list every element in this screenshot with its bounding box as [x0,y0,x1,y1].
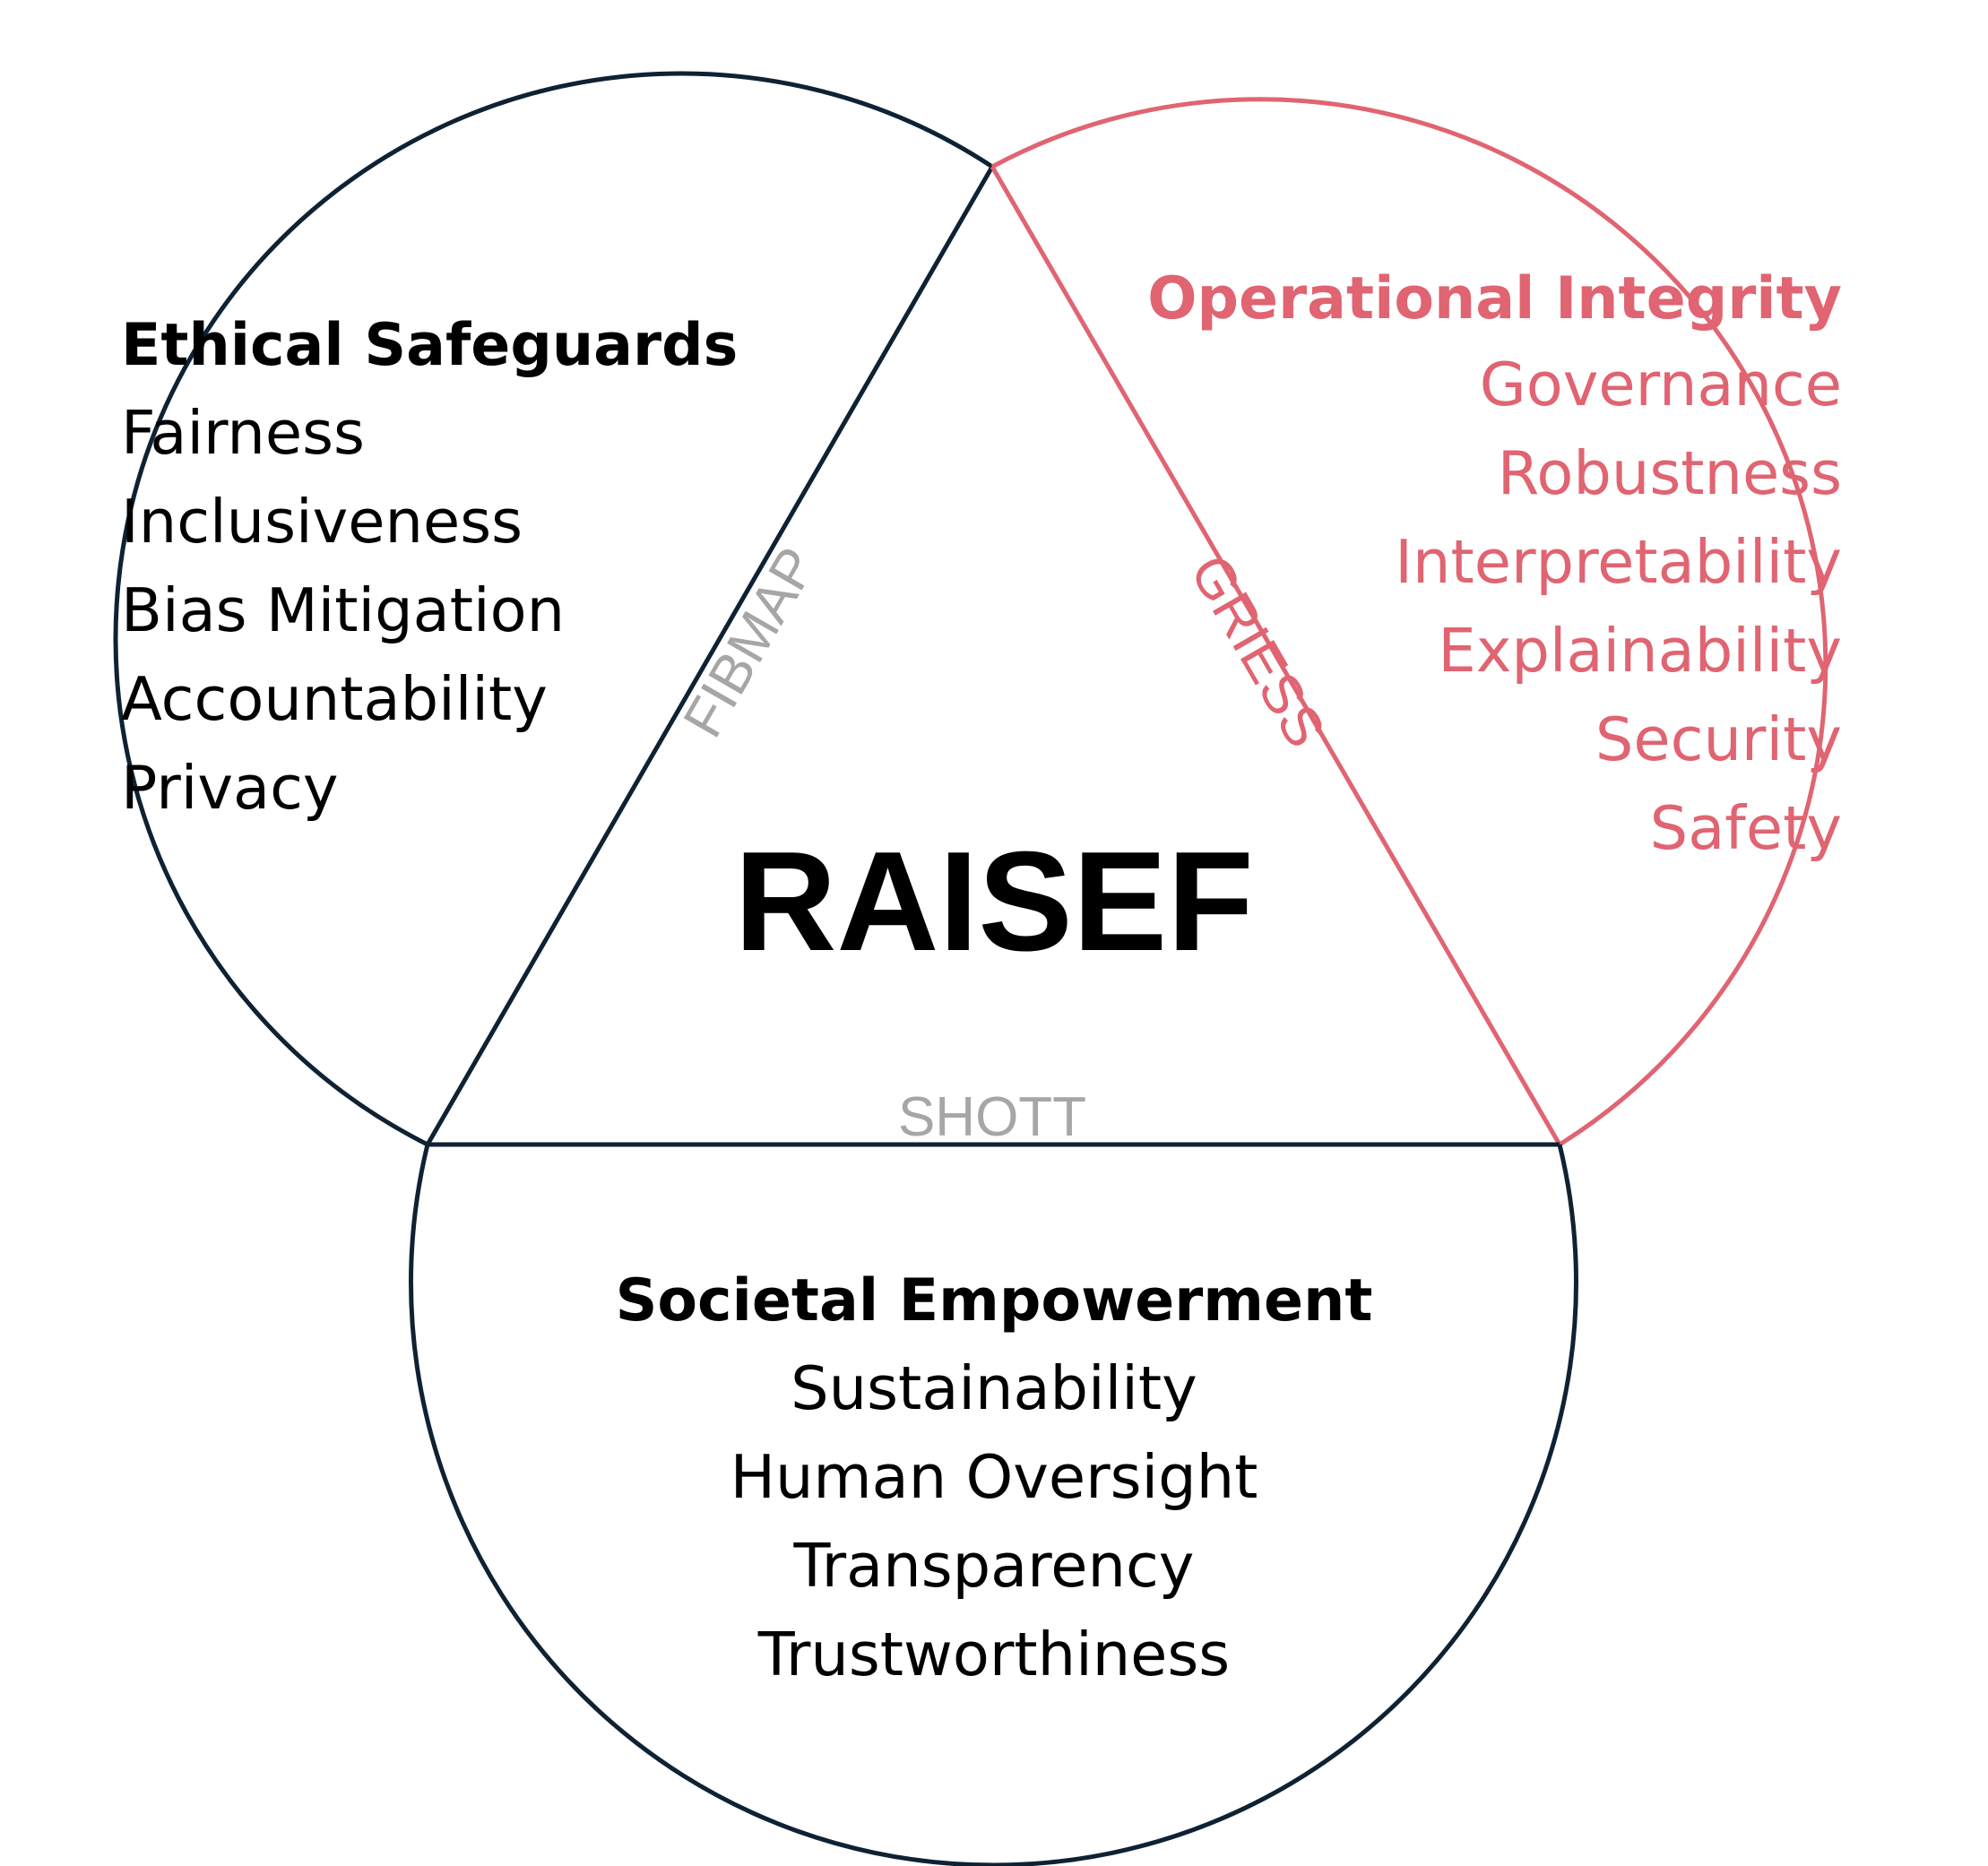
operational-heading: Operational Integrity [1147,265,1842,333]
center-title: RAISEF [734,823,1253,981]
societal-item: Sustainability [791,1353,1197,1423]
ethical-item: Fairness [121,398,365,468]
ethical-safeguards-circle [113,71,994,1147]
operational-item: Safety [1650,793,1842,863]
operational-integrity-circle [990,97,1828,1147]
societal-empowerment-group: Societal Empowerment Sustainability Huma… [616,1267,1373,1689]
operational-item: Explainability [1438,616,1842,686]
ethical-item: Bias Mitigation [121,575,565,645]
ethical-safeguards-group: Ethical Safeguards Fairness Inclusivenes… [121,312,738,823]
societal-item: Human Oversight [730,1442,1258,1512]
triangle-right-edge [990,165,1562,1146]
societal-heading: Societal Empowerment [616,1267,1373,1335]
societal-item: Trustworthiness [757,1620,1230,1689]
societal-item: Transparency [793,1531,1195,1601]
ethical-item: Inclusiveness [121,487,523,557]
edge-label-left: FIBMAP [672,538,829,747]
operational-item: Security [1595,704,1842,774]
ethical-item: Accountability [121,664,548,734]
ethical-heading: Ethical Safeguards [121,312,738,379]
edge-label-right: GRIESS [1178,545,1336,757]
ethical-item: Privacy [121,753,339,823]
operational-item: Robustness [1498,438,1842,508]
operational-integrity-group: Operational Integrity Governance Robustn… [1147,265,1842,863]
societal-empowerment-circle [409,1144,1578,1866]
operational-item: Interpretability [1395,527,1842,597]
edge-label-bottom: SHOTT [898,1086,1086,1148]
operational-item: Governance [1480,350,1842,419]
triangle-left-edge [425,165,995,1146]
